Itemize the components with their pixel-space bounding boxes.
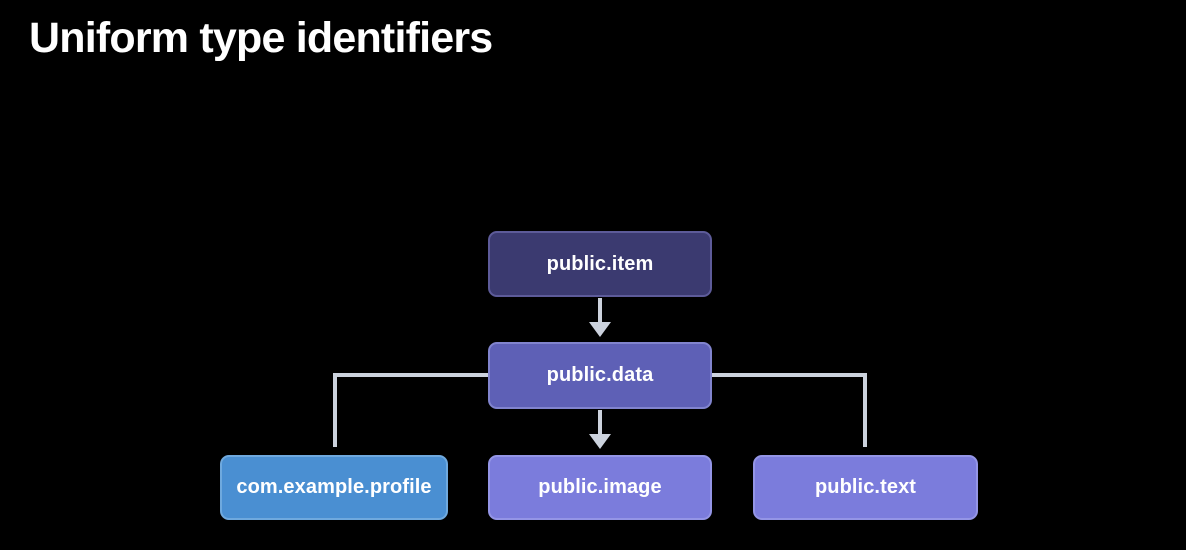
connector-data-to-text-vertical	[863, 373, 867, 447]
node-public-item-label: public.item	[546, 252, 654, 275]
connector-item-to-data-shaft	[598, 298, 602, 324]
connector-data-to-image-shaft	[598, 410, 602, 436]
arrow-down-icon	[589, 434, 611, 449]
node-public-item: public.item	[488, 231, 712, 297]
node-public-text: public.text	[753, 455, 978, 520]
arrow-down-icon	[589, 322, 611, 337]
node-com-example-profile: com.example.profile	[220, 455, 448, 520]
connector-data-to-profile-vertical	[333, 373, 337, 447]
page-title: Uniform type identifiers	[29, 14, 493, 62]
connector-data-to-profile-horizontal	[333, 373, 488, 377]
connector-data-to-text-horizontal	[712, 373, 867, 377]
node-public-text-label: public.text	[814, 476, 917, 498]
node-public-data: public.data	[488, 342, 712, 409]
node-public-image-label: public.image	[538, 476, 662, 498]
node-public-data-label: public.data	[546, 364, 654, 386]
node-com-example-profile-label: com.example.profile	[236, 476, 432, 498]
node-public-image: public.image	[488, 455, 712, 520]
